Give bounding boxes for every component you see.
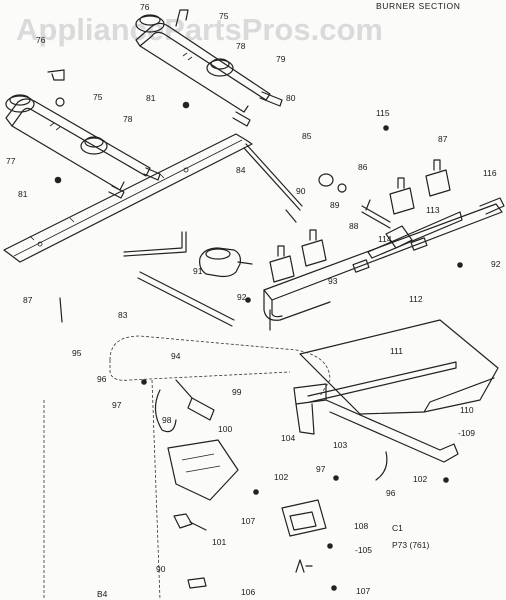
part-number-label: 91 xyxy=(193,266,203,276)
part-number-label: 81 xyxy=(18,189,28,199)
part-number-label: -105 xyxy=(355,545,372,555)
rear-right-burner-tube xyxy=(135,9,283,127)
part-number-label: 108 xyxy=(354,521,368,531)
part-number-label: 87 xyxy=(23,295,33,305)
part-number-label: 84 xyxy=(236,165,246,175)
part-number-label: 85 xyxy=(302,131,312,141)
part-number-label: 75 xyxy=(219,11,229,21)
part-number-label: 90 xyxy=(296,186,306,196)
part-number-label: 114 xyxy=(378,234,392,244)
section-title: BURNER SECTION xyxy=(376,1,460,11)
part-number-label: 81 xyxy=(146,93,156,103)
part-number-label: 98 xyxy=(162,415,172,425)
part-number-label: 104 xyxy=(281,433,295,443)
part-number-label: 103 xyxy=(333,440,347,450)
part-number-label: 87 xyxy=(438,134,448,144)
part-number-label: 97 xyxy=(112,400,122,410)
part-number-label: 97 xyxy=(316,464,326,474)
catalog-code-line1: C1 xyxy=(392,523,403,533)
part-number-label: 93 xyxy=(328,276,338,286)
part-number-label: 78 xyxy=(236,41,246,51)
part-number-label: 96 xyxy=(97,374,107,384)
part-number-label: 111 xyxy=(390,346,403,356)
front-left-burner-tube xyxy=(5,69,161,199)
oven-thermostat xyxy=(187,499,327,589)
burner-valves xyxy=(269,159,463,283)
heat-shield-panel xyxy=(293,319,499,481)
part-number-label: 83 xyxy=(118,310,128,320)
part-number-label: 115 xyxy=(376,108,390,118)
part-number-label: 116 xyxy=(483,168,497,178)
part-number-label: 113 xyxy=(426,205,440,215)
part-number-label: 80 xyxy=(286,93,296,103)
part-number-label: 102 xyxy=(274,472,288,482)
part-number-label: 102 xyxy=(413,474,427,484)
part-number-label: 106 xyxy=(241,587,255,597)
watermark-text: AppliancePartsPros.com xyxy=(16,12,383,47)
part-number-label: 86 xyxy=(358,162,368,172)
part-number-label: 110 xyxy=(460,405,474,415)
part-number-label: 89 xyxy=(330,200,340,210)
screws xyxy=(54,101,463,591)
part-number-label: 76 xyxy=(140,2,150,12)
burner-mounting-rail xyxy=(3,133,253,263)
part-number-label: B4 xyxy=(97,589,108,599)
gas-manifold-pipe xyxy=(263,197,505,331)
part-number-label: 92 xyxy=(237,292,247,302)
part-number-label: -109 xyxy=(458,428,475,438)
part-number-label: 95 xyxy=(72,348,82,358)
part-number-label: 96 xyxy=(386,488,396,498)
pressure-regulator xyxy=(59,231,253,327)
part-number-label: 94 xyxy=(171,351,181,361)
part-number-label: 75 xyxy=(93,92,103,102)
part-number-label: 112 xyxy=(409,294,423,304)
oven-burner xyxy=(43,335,331,600)
part-number-label: 88 xyxy=(349,221,359,231)
part-number-label: 77 xyxy=(6,156,16,166)
catalog-code-line2: P73 (761) xyxy=(392,540,429,550)
part-number-label: 107 xyxy=(241,516,255,526)
orifice-parts xyxy=(243,143,391,229)
part-number-label: 78 xyxy=(123,114,133,124)
part-number-label: 100 xyxy=(218,424,232,434)
part-number-label: 90 xyxy=(156,564,166,574)
part-number-label: 92 xyxy=(491,259,501,269)
part-number-label: 79 xyxy=(276,54,286,64)
part-number-label: 107 xyxy=(356,586,370,596)
callout-labels: 76 75 76 78 79 75 81 80 78 115 85 87 77 86 84 116 81 90 89… xyxy=(6,2,501,599)
part-number-label: 76 xyxy=(36,35,46,45)
igniter-assembly xyxy=(167,379,239,531)
part-number-label: 101 xyxy=(212,537,226,547)
part-number-label: 99 xyxy=(232,387,242,397)
